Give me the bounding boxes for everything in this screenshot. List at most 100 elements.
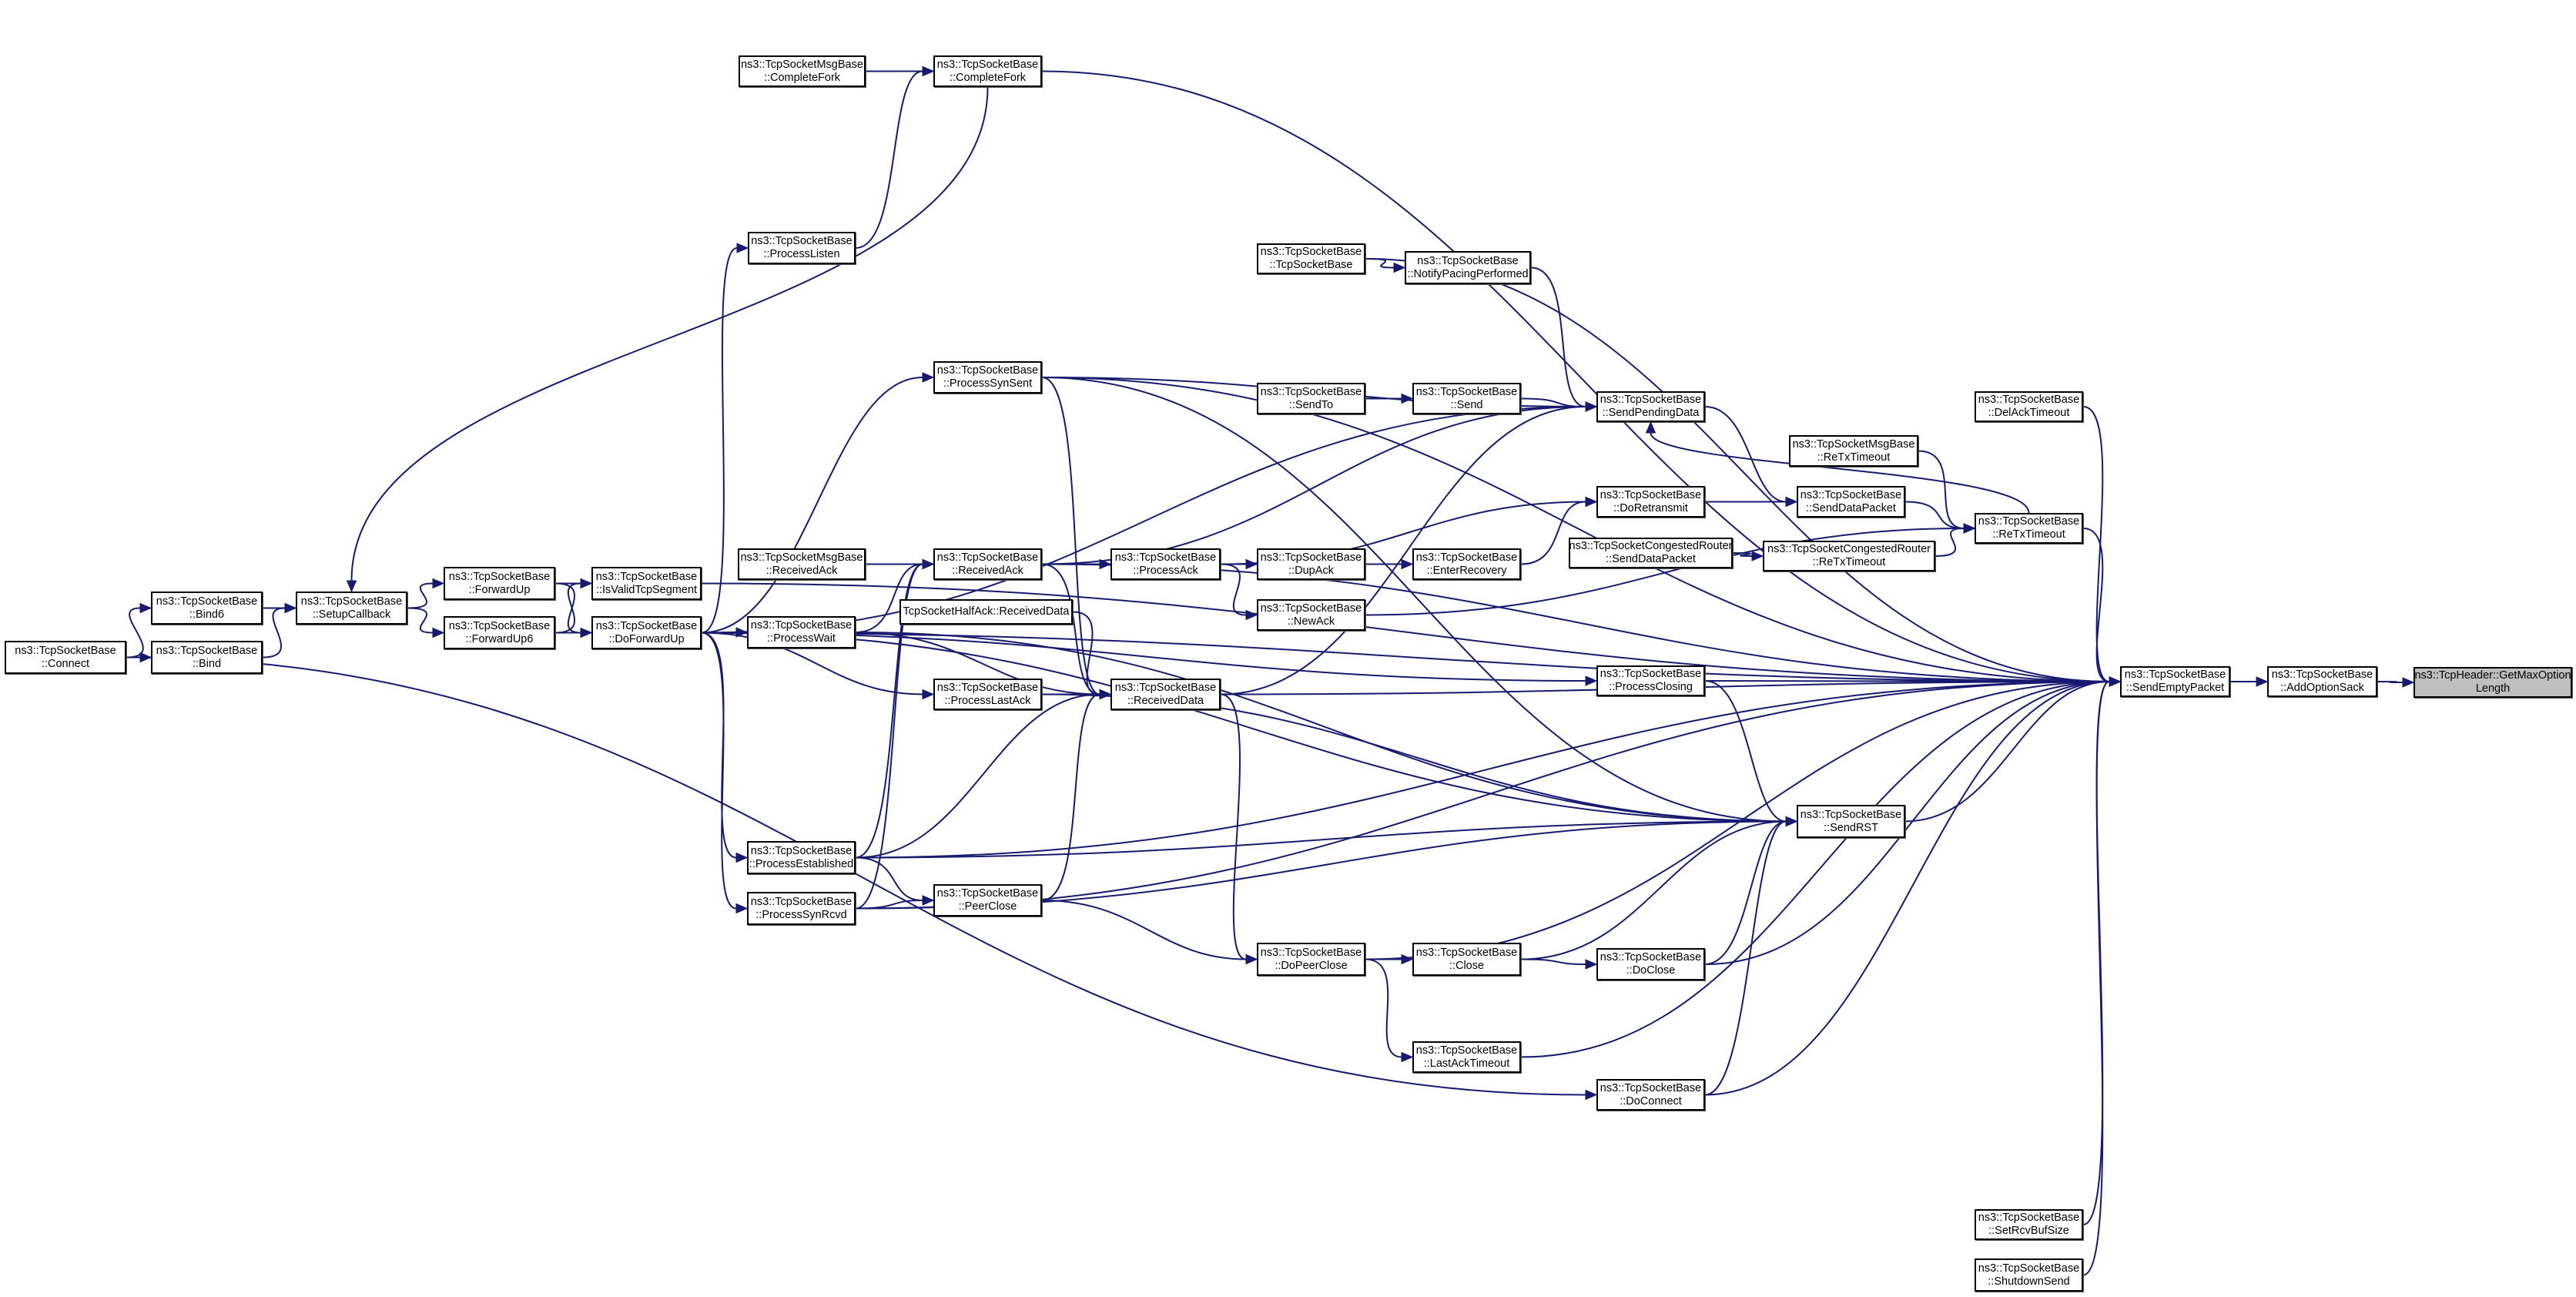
node-add-option-sack[interactable]: ns3::TcpSocketBase::AddOptionSack — [2267, 666, 2377, 697]
node-label-line1: ns3::TcpSocketBase — [1114, 681, 1217, 694]
node-send-data-packet[interactable]: ns3::TcpSocketBase::SendDataPacket — [1797, 486, 1905, 518]
node-label-line1: ns3::TcpSocketBase — [1978, 1262, 2080, 1275]
node-dup-ack[interactable]: ns3::TcpSocketBase::DupAck — [1257, 548, 1365, 580]
node-forward-up6[interactable]: ns3::TcpSocketBase::ForwardUp6 — [444, 616, 555, 649]
node-label-line1: ns3::TcpSocketBase — [448, 619, 551, 632]
node-shutdown-send[interactable]: ns3::TcpSocketBase::ShutdownSend — [1975, 1258, 2083, 1292]
node-label-line2: ::ProcessListen — [763, 248, 840, 260]
node-label-line1: ns3::TcpSocketBase — [936, 58, 1039, 71]
node-label-line1: ns3::TcpSocketBase — [448, 570, 551, 583]
edge-CRReTxTimeout-to-ReTxTimeout — [1935, 528, 1965, 557]
node-label-line2: ::SendDataPacket — [1606, 553, 1696, 565]
node-received-data[interactable]: ns3::TcpSocketBase::ReceivedData — [1110, 679, 1221, 710]
node-send-rst[interactable]: ns3::TcpSocketBase::SendRST — [1797, 805, 1905, 838]
node-msg-received-ack[interactable]: ns3::TcpSocketMsgBase::ReceivedAck — [738, 548, 866, 580]
node-ctor[interactable]: ns3::TcpSocketBase::TcpSocketBase — [1257, 243, 1365, 274]
node-do-forward-up[interactable]: ns3::TcpSocketBase::DoForwardUp — [591, 616, 702, 649]
node-label-line2: ::LastAckTimeout — [1423, 1057, 1510, 1070]
node-label-line2: ::ProcessSynRcvd — [755, 908, 847, 921]
node-send-to[interactable]: ns3::TcpSocketBase::SendTo — [1257, 383, 1365, 414]
node-send[interactable]: ns3::TcpSocketBase::Send — [1412, 383, 1521, 414]
node-send-empty-packet[interactable]: ns3::TcpSocketBase::SendEmptyPacket — [2120, 666, 2230, 697]
edge-CompleteFork-to-SendEmptyPacket — [1041, 70, 2110, 682]
edge-LastAckTimeout-to-SendEmptyPacket — [1520, 681, 2110, 1058]
node-crsend-data-packet[interactable]: ns3::TcpSocketCongestedRouter::SendDataP… — [1569, 538, 1733, 568]
node-half-ack-received-data[interactable]: TcpSocketHalfAck::ReceivedData — [899, 599, 1073, 625]
node-label-line1: ns3::TcpSocketBase — [1260, 602, 1362, 615]
arrowhead-icon — [1751, 551, 1764, 561]
node-received-ack[interactable]: ns3::TcpSocketBase::ReceivedAck — [933, 548, 1042, 580]
arrowhead-icon — [1401, 393, 1414, 404]
edge-SendDataPacket-to-ReTxTimeout — [1904, 501, 1965, 529]
edge-DoConnect-to-SendRST — [1704, 820, 1787, 1096]
node-label-line2: ::ReceivedData — [1127, 694, 1204, 707]
edge-ReceivedAck-to-SendPendingData — [1041, 406, 1586, 565]
node-msg-complete-fork[interactable]: ns3::TcpSocketMsgBase::CompleteFork — [739, 55, 866, 87]
edge-ProcessSynRcvd-to-SendEmptyPacket — [855, 681, 2110, 910]
edge-ProcessSynSent-to-ReceivedData — [1041, 377, 1100, 695]
node-do-connect[interactable]: ns3::TcpSocketBase::DoConnect — [1596, 1079, 1705, 1111]
node-label-line1: ns3::TcpSocketBase — [1978, 1212, 2080, 1224]
node-msg-re-tx-timeout[interactable]: ns3::TcpSocketMsgBase::ReTxTimeout — [1789, 435, 1918, 467]
node-peer-close[interactable]: ns3::TcpSocketBase::PeerClose — [933, 884, 1042, 917]
edge-DoPeerClose-to-SendEmptyPacket — [1365, 681, 2110, 960]
node-do-peer-close[interactable]: ns3::TcpSocketBase::DoPeerClose — [1257, 943, 1365, 976]
node-close[interactable]: ns3::TcpSocketBase::Close — [1412, 943, 1521, 976]
node-bind6[interactable]: ns3::TcpSocketBase::Bind6 — [151, 592, 263, 625]
node-label-line1: ns3::TcpSocketBase — [750, 895, 853, 908]
edge-EnterRecovery-to-DoRetransmit — [1520, 501, 1586, 565]
node-label-line2: ::SendPendingData — [1602, 407, 1700, 419]
node-process-wait[interactable]: ns3::TcpSocketBase::ProcessWait — [747, 616, 856, 648]
node-label-line2: ::SendDataPacket — [1806, 501, 1896, 514]
node-do-close[interactable]: ns3::TcpSocketBase::DoClose — [1596, 948, 1705, 980]
edge-MsgReTxTimeout-to-ReTxTimeout — [1918, 450, 1965, 529]
edge-ProcessWait-to-SendRST — [855, 632, 1787, 823]
node-label-line1: ns3::TcpSocketBase — [15, 644, 116, 657]
node-label-line1: ns3::TcpSocketBase — [750, 619, 853, 632]
node-process-established[interactable]: ns3::TcpSocketBase::ProcessEstablished — [747, 841, 856, 874]
node-notify-pacing-performed[interactable]: ns3::TcpSocketBase::NotifyPacingPerforme… — [1405, 251, 1531, 284]
node-label-line2: ::ProcessEstablished — [749, 857, 854, 870]
node-label-line2: ::ProcessClosing — [1609, 681, 1693, 693]
node-label-line1: ns3::TcpSocketBase — [1600, 951, 1702, 964]
node-send-pending-data[interactable]: ns3::TcpSocketBase::SendPendingData — [1596, 391, 1705, 422]
node-crre-tx-timeout[interactable]: ns3::TcpSocketCongestedRouter::ReTxTimeo… — [1763, 541, 1935, 571]
node-last-ack-timeout[interactable]: ns3::TcpSocketBase::LastAckTimeout — [1412, 1041, 1521, 1073]
node-process-closing[interactable]: ns3::TcpSocketBase::ProcessClosing — [1596, 665, 1705, 696]
node-label-line2: ::SetRcvBufSize — [1988, 1225, 2069, 1237]
arrowhead-icon — [922, 372, 935, 383]
node-process-syn-rcvd[interactable]: ns3::TcpSocketBase::ProcessSynRcvd — [747, 892, 856, 925]
node-label-line1: ns3::TcpSocketCongestedRouter — [1767, 543, 1931, 555]
node-label-line1: ns3::TcpSocketMsgBase — [740, 551, 863, 564]
node-do-retransmit[interactable]: ns3::TcpSocketBase::DoRetransmit — [1596, 486, 1705, 518]
node-set-rcv-buf-size[interactable]: ns3::TcpSocketBase::SetRcvBufSize — [1975, 1209, 2083, 1240]
edge-DelAckTimeout-to-SendEmptyPacket — [2082, 406, 2110, 682]
node-setup-callback[interactable]: ns3::TcpSocketBase::SetupCallback — [296, 592, 407, 625]
edge-Connect-to-Bind6 — [126, 607, 144, 659]
arrowhead-icon — [2402, 677, 2415, 688]
node-forward-up[interactable]: ns3::TcpSocketBase::ForwardUp — [444, 567, 555, 600]
node-complete-fork[interactable]: ns3::TcpSocketBase::CompleteFork — [933, 55, 1042, 87]
edge-PeerClose-to-ReceivedData — [1041, 693, 1100, 901]
node-connect[interactable]: ns3::TcpSocketBase::Connect — [5, 641, 126, 674]
node-label-line1: ns3::TcpSocketBase — [1978, 394, 2080, 406]
edge-ReceivedData-to-DoPeerClose — [1220, 693, 1247, 960]
node-del-ack-timeout[interactable]: ns3::TcpSocketBase::DelAckTimeout — [1975, 391, 2083, 422]
edge-SendPendingData-to-SendDataPacket — [1704, 406, 1787, 503]
arrowhead-icon — [1099, 689, 1112, 700]
node-process-listen[interactable]: ns3::TcpSocketBase::ProcessListen — [748, 232, 856, 264]
edge-NewAck-to-ReTxTimeout — [1365, 528, 1965, 616]
node-enter-recovery[interactable]: ns3::TcpSocketBase::EnterRecovery — [1412, 548, 1521, 580]
node-is-valid-tcp-segment[interactable]: ns3::TcpSocketBase::IsValidTcpSegment — [591, 567, 702, 600]
edge-IsValidTcpSegment-to-SendEmptyPacket — [701, 582, 2110, 682]
node-re-tx-timeout[interactable]: ns3::TcpSocketBase::ReTxTimeout — [1975, 513, 2083, 544]
node-process-last-ack[interactable]: ns3::TcpSocketBase::ProcessLastAck — [933, 679, 1042, 710]
node-new-ack[interactable]: ns3::TcpSocketBase::NewAck — [1257, 599, 1365, 631]
edge-DoForwardUp-to-ProcessListen — [701, 247, 738, 634]
node-bind[interactable]: ns3::TcpSocketBase::Bind — [151, 641, 263, 674]
node-process-ack[interactable]: ns3::TcpSocketBase::ProcessAck — [1110, 548, 1221, 580]
node-label-line1: ns3::TcpSocketMsgBase — [741, 58, 863, 71]
node-process-syn-sent[interactable]: ns3::TcpSocketBase::ProcessSynSent — [933, 361, 1042, 394]
edge-ProcessEstablished-to-ReceivedAck — [855, 563, 923, 859]
